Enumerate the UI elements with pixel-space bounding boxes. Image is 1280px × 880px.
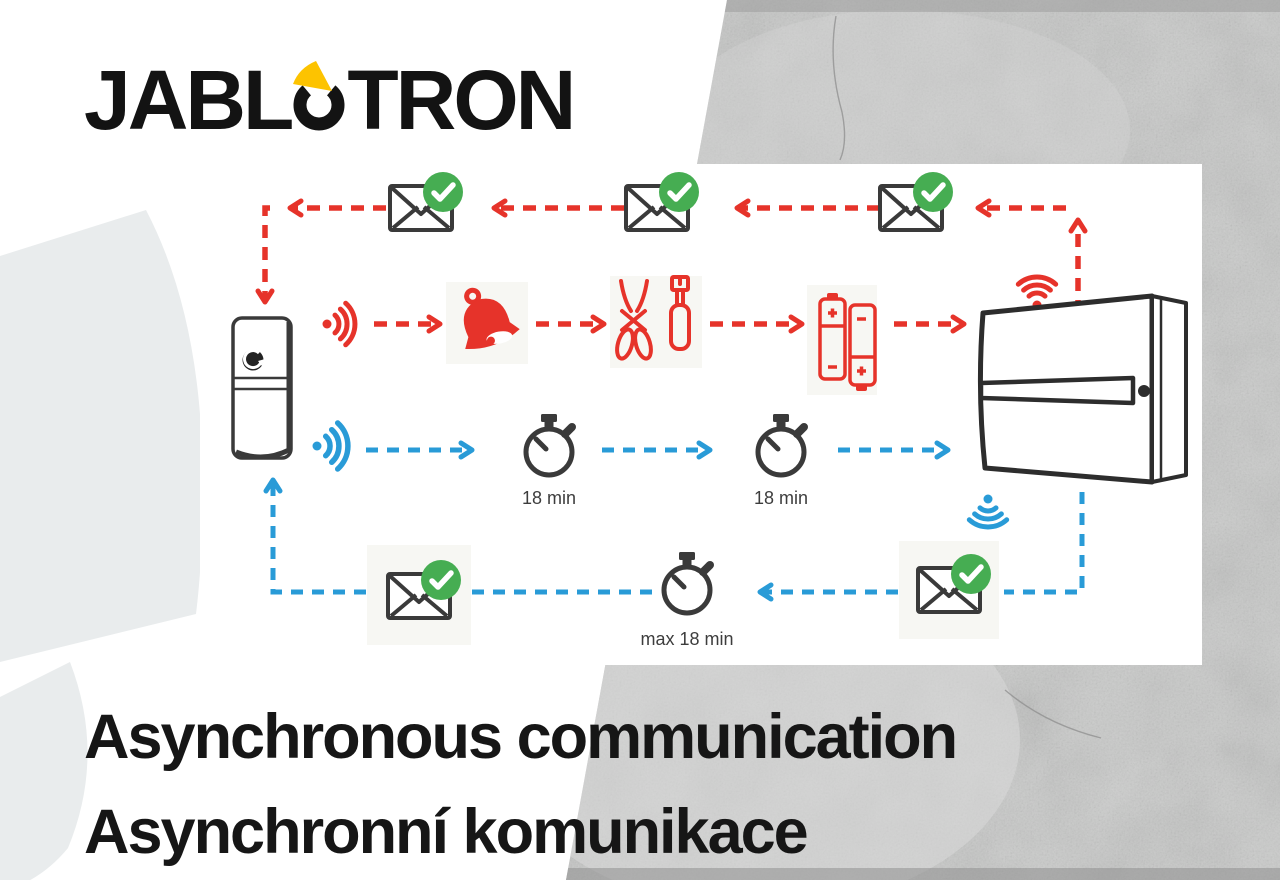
headline-line1: Asynchronous communication [84, 702, 958, 772]
envelope-check-icon [880, 172, 953, 230]
battery-icon [818, 293, 877, 391]
headline-line2: Asynchronní komunikace [84, 797, 809, 867]
stopwatch-icon [758, 414, 804, 475]
tools-icon [615, 275, 691, 361]
alarm-path-arrows [255, 198, 1088, 357]
jablotron-logo: JABL TRON [84, 52, 576, 149]
jablotron-o-icon [293, 61, 345, 131]
envelope-check-icon [626, 172, 699, 230]
stopwatch-icon [664, 552, 710, 613]
wifi-icon [966, 494, 1010, 530]
wifi-icon [322, 300, 358, 348]
brand-watermark-shape [0, 210, 203, 880]
stopwatch-icon [526, 414, 572, 475]
timer-label: 18 min [753, 488, 809, 508]
logo-text-right: TRON [347, 53, 576, 147]
timer-label: 18 min [521, 488, 577, 508]
control-panel [977, 293, 1188, 485]
headline: Asynchronous communication Asynchronní k… [84, 690, 958, 880]
async-path-arrows [263, 440, 1085, 602]
wireless-device [231, 316, 293, 460]
wifi-icon [312, 420, 351, 472]
logo-text-left: JABL [84, 53, 294, 147]
envelope-check-icon [390, 172, 463, 230]
timer-label: max 18 min [640, 629, 734, 649]
diagram-card: 18 min 18 min max 18 min [200, 164, 1202, 665]
bell-icon [463, 287, 520, 349]
